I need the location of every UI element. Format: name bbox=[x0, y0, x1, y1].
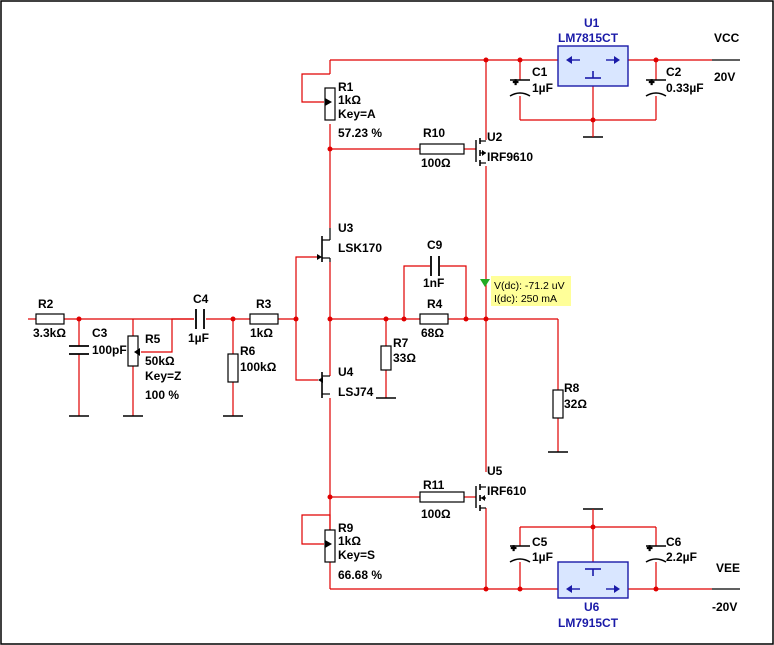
r9-key: Key=S bbox=[338, 548, 375, 562]
r8-value: 32Ω bbox=[564, 397, 587, 411]
u3-part: LSK170 bbox=[338, 241, 382, 255]
c5-value: 1µF bbox=[532, 550, 553, 564]
u2-ref: U2 bbox=[487, 130, 503, 144]
r11-ref: R11 bbox=[423, 478, 445, 492]
vee-name: VEE bbox=[716, 561, 740, 575]
mosfet-u2[interactable] bbox=[475, 138, 486, 166]
u2-part: IRF9610 bbox=[487, 150, 533, 164]
r7-value: 33Ω bbox=[393, 351, 416, 365]
capacitor-c9[interactable] bbox=[430, 256, 440, 276]
r3-value: 1kΩ bbox=[250, 326, 273, 340]
resistor-r6[interactable] bbox=[227, 353, 239, 383]
c4-value: 1µF bbox=[188, 331, 209, 345]
r9-setting: 66.68 % bbox=[338, 568, 382, 582]
r10-ref: R10 bbox=[423, 126, 445, 140]
u5-part: IRF610 bbox=[487, 484, 527, 498]
c4-ref: C4 bbox=[193, 292, 209, 306]
c5-ref: C5 bbox=[532, 535, 548, 549]
jfet-u3[interactable] bbox=[317, 228, 331, 262]
vcc-name: VCC bbox=[714, 31, 740, 45]
r9-ref: R9 bbox=[338, 521, 354, 535]
r2-ref: R2 bbox=[38, 297, 54, 311]
probe-voltage: V(dc): -71.2 uV bbox=[494, 280, 565, 292]
c9-ref: C9 bbox=[427, 238, 443, 252]
r5-setting: 100 % bbox=[145, 388, 179, 402]
r8-ref: R8 bbox=[564, 381, 580, 395]
svg-text:+: + bbox=[649, 77, 654, 87]
potentiometer-r9[interactable] bbox=[324, 529, 336, 563]
c2-value: 0.33µF bbox=[666, 81, 704, 95]
u1-ref: U1 bbox=[584, 16, 600, 30]
c6-value: 2.2µF bbox=[666, 550, 697, 564]
capacitor-c3[interactable] bbox=[69, 345, 89, 355]
u4-part: LSJ74 bbox=[338, 385, 374, 399]
c1-ref: C1 bbox=[532, 65, 548, 79]
wires bbox=[28, 59, 712, 590]
c3-ref: C3 bbox=[92, 326, 108, 340]
r7-ref: R7 bbox=[393, 336, 409, 350]
resistor-r8[interactable] bbox=[552, 389, 564, 419]
svg-text:+: + bbox=[647, 543, 652, 553]
svg-text:+: + bbox=[513, 77, 518, 87]
c1-value: 1µF bbox=[532, 81, 553, 95]
r1-ref: R1 bbox=[338, 80, 354, 94]
probe-current: I(dc): 250 mA bbox=[494, 293, 557, 305]
resistor-r7[interactable] bbox=[380, 345, 392, 371]
u3-ref: U3 bbox=[338, 221, 354, 235]
r4-value: 68Ω bbox=[421, 326, 444, 340]
capacitor-c4[interactable] bbox=[195, 309, 205, 329]
r5-ref: R5 bbox=[145, 332, 161, 346]
r10-value: 100Ω bbox=[421, 156, 451, 170]
r5-key: Key=Z bbox=[145, 369, 181, 383]
resistor-r10[interactable] bbox=[419, 143, 465, 155]
r5-value: 50kΩ bbox=[145, 354, 175, 368]
potentiometer-r1[interactable] bbox=[324, 87, 336, 121]
u6-ref: U6 bbox=[584, 600, 600, 614]
capacitor-c1[interactable]: + bbox=[509, 76, 531, 97]
c6-ref: C6 bbox=[666, 535, 682, 549]
resistor-r3[interactable] bbox=[249, 313, 279, 325]
mosfet-u5[interactable] bbox=[475, 484, 486, 511]
potentiometer-r5[interactable] bbox=[127, 335, 140, 367]
junctions bbox=[76, 57, 659, 592]
svg-text:+: + bbox=[511, 543, 516, 553]
jfet-u4[interactable] bbox=[318, 372, 330, 398]
r4-ref: R4 bbox=[427, 297, 443, 311]
r1-key: Key=A bbox=[338, 107, 376, 121]
regulator-u6[interactable] bbox=[557, 561, 629, 599]
c3-value: 100pF bbox=[92, 343, 127, 357]
r1-value: 1kΩ bbox=[338, 93, 361, 107]
c2-ref: C2 bbox=[666, 65, 682, 79]
vcc-value: 20V bbox=[714, 70, 735, 84]
u1-part: LM7815CT bbox=[558, 31, 619, 45]
r11-value: 100Ω bbox=[421, 507, 451, 521]
resistor-r2[interactable] bbox=[35, 313, 65, 325]
capacitor-c5[interactable]: + bbox=[509, 542, 531, 563]
r6-value: 100kΩ bbox=[240, 360, 277, 374]
u6-part: LM7915CT bbox=[558, 616, 619, 630]
regulator-u1[interactable] bbox=[557, 45, 629, 87]
r2-value: 3.3kΩ bbox=[33, 326, 66, 340]
vee-value: -20V bbox=[712, 600, 737, 614]
r9-value: 1kΩ bbox=[338, 534, 361, 548]
u5-ref: U5 bbox=[487, 464, 503, 478]
resistor-r4[interactable] bbox=[419, 313, 449, 325]
r3-ref: R3 bbox=[256, 297, 272, 311]
ground-symbols bbox=[69, 59, 740, 590]
u4-ref: U4 bbox=[338, 365, 354, 379]
r6-ref: R6 bbox=[240, 344, 256, 358]
capacitor-c2[interactable]: + bbox=[645, 76, 667, 97]
c9-value: 1nF bbox=[423, 276, 444, 290]
resistor-r11[interactable] bbox=[419, 491, 465, 503]
probe-marker[interactable] bbox=[480, 276, 571, 306]
r1-setting: 57.23 % bbox=[338, 126, 382, 140]
capacitor-c6[interactable]: + bbox=[645, 542, 667, 563]
